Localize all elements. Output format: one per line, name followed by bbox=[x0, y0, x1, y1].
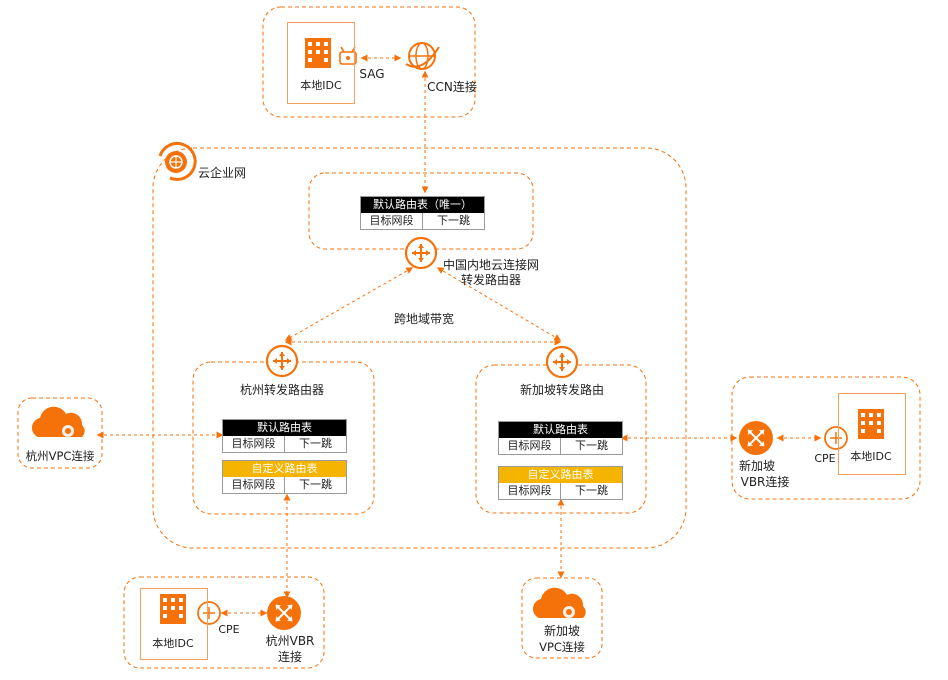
sag-label: SAG bbox=[359, 67, 385, 81]
ccn-label: CCN连接 bbox=[427, 80, 477, 94]
ccn-globe-icon bbox=[405, 42, 440, 70]
hz-router-icon bbox=[265, 344, 299, 378]
hz-idc-box bbox=[140, 588, 208, 660]
cen-label: 云企业网 bbox=[198, 166, 247, 180]
sg-custom-col-next: 下一跳 bbox=[560, 483, 622, 499]
sg-router-icon bbox=[545, 345, 579, 379]
hz-default-col-next: 下一跳 bbox=[284, 436, 346, 452]
sg-cpe-icon bbox=[824, 426, 848, 450]
china-table-title: 默认路由表（唯一） bbox=[361, 197, 484, 213]
sg-vbr-icon bbox=[739, 421, 773, 455]
sg-default-route-table: 默认路由表 目标网段 下一跳 bbox=[498, 421, 623, 455]
hz-cpe-label: CPE bbox=[218, 623, 240, 636]
china-router-label-2: 转发路由器 bbox=[460, 273, 521, 287]
sg-vpc-label-1: 新加坡 bbox=[543, 624, 580, 638]
hz-custom-col-next: 下一跳 bbox=[284, 477, 346, 493]
hz-custom-route-table: 自定义路由表 目标网段 下一跳 bbox=[222, 460, 347, 494]
hz-custom-col-dest: 目标网段 bbox=[231, 478, 276, 491]
hz-custom-table-title: 自定义路由表 bbox=[223, 461, 346, 477]
sg-cpe-label: CPE bbox=[814, 452, 836, 465]
top-idc-label: 本地IDC bbox=[300, 79, 342, 92]
hz-default-table-title: 默认路由表 bbox=[223, 420, 346, 436]
sg-idc-box bbox=[838, 393, 906, 475]
china-col-dest: 目标网段 bbox=[369, 214, 414, 227]
sg-default-col-dest: 目标网段 bbox=[507, 439, 552, 452]
hz-cpe-icon bbox=[197, 601, 221, 625]
cross-region-label: 跨地域带宽 bbox=[393, 312, 454, 326]
china-col-next: 下一跳 bbox=[422, 213, 484, 229]
top-idc-group bbox=[262, 6, 476, 118]
china-router-icon bbox=[404, 236, 438, 270]
hz-vpc-cloud-icon bbox=[31, 406, 85, 437]
sg-vbr-label-1: 新加坡 bbox=[738, 459, 775, 473]
hz-vbr-label-1: 杭州VBR bbox=[265, 634, 315, 648]
cen-icon bbox=[158, 142, 197, 181]
hz-default-route-table: 默认路由表 目标网段 下一跳 bbox=[222, 419, 347, 453]
cen-group bbox=[152, 147, 687, 549]
hz-vbr-group bbox=[123, 576, 325, 669]
hz-vbr-label-2: 连接 bbox=[277, 650, 302, 664]
hz-vpc-label: 杭州VPC连接 bbox=[25, 449, 95, 463]
sg-custom-table-title: 自定义路由表 bbox=[499, 467, 622, 483]
hz-default-col-dest: 目标网段 bbox=[231, 437, 276, 450]
sg-vpc-cloud-icon bbox=[532, 587, 586, 618]
sg-vbr-label-2: VBR连接 bbox=[740, 475, 790, 489]
china-router-label-1: 中国内地云连接网 bbox=[442, 258, 539, 272]
sag-icon bbox=[339, 46, 357, 65]
hz-building-icon bbox=[160, 594, 186, 624]
sg-default-col-next: 下一跳 bbox=[560, 438, 622, 454]
sg-idc-label: 本地IDC bbox=[850, 450, 892, 463]
sg-router-label: 新加坡转发路由 bbox=[519, 383, 604, 397]
hz-vbr-icon bbox=[267, 596, 301, 630]
hz-router-label: 杭州转发路由器 bbox=[239, 383, 324, 397]
china-default-route-table: 默认路由表（唯一） 目标网段 下一跳 bbox=[360, 196, 485, 230]
sg-custom-col-dest: 目标网段 bbox=[507, 484, 552, 497]
top-building-icon bbox=[305, 38, 331, 68]
sg-vpc-label-2: VPC连接 bbox=[539, 640, 585, 654]
sg-custom-route-table: 自定义路由表 目标网段 下一跳 bbox=[498, 466, 623, 500]
sg-vpc-group bbox=[521, 577, 603, 659]
hz-idc-label: 本地IDC bbox=[152, 637, 194, 650]
top-idc-box bbox=[287, 22, 355, 104]
sg-building-icon bbox=[858, 409, 884, 439]
sg-default-table-title: 默认路由表 bbox=[499, 422, 622, 438]
china-hz-link bbox=[284, 267, 414, 341]
